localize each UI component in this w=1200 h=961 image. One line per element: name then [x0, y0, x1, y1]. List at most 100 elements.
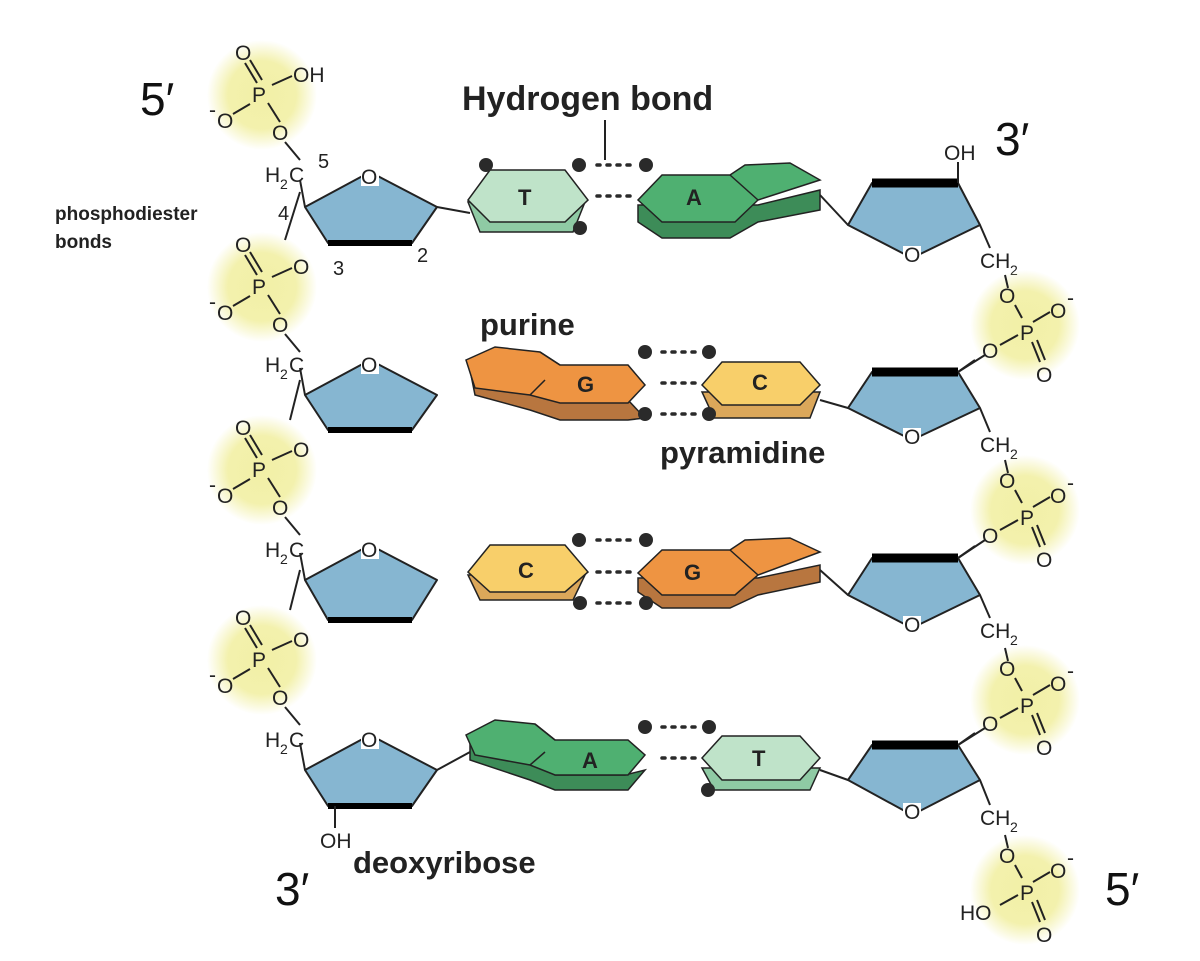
svg-text:-: -	[1067, 287, 1074, 310]
svg-text:O: O	[999, 285, 1015, 308]
five-prime-label-left: 5′	[140, 73, 174, 125]
svg-text:O: O	[982, 525, 998, 548]
svg-text:P: P	[252, 276, 266, 299]
diagram-title: Hydrogen bond	[462, 80, 713, 118]
phosphate-group-left-2: P O O O - O	[207, 191, 317, 353]
svg-text:O: O	[293, 629, 309, 652]
phosphate-glow	[970, 270, 1080, 380]
svg-text:2: 2	[280, 741, 288, 757]
svg-text:2: 2	[417, 245, 428, 267]
svg-text:CH: CH	[980, 807, 1010, 830]
svg-text:P: P	[252, 84, 266, 107]
phosphate-glow	[970, 645, 1080, 755]
base-letter: G	[684, 560, 701, 585]
svg-text:2: 2	[280, 551, 288, 567]
svg-text:-: -	[1067, 847, 1074, 870]
svg-text:P: P	[252, 459, 266, 482]
phosphate-glow	[207, 605, 317, 715]
cytosine-base: C	[700, 361, 822, 419]
svg-text:O: O	[999, 470, 1015, 493]
three-prime-label-left: 3′	[275, 863, 309, 915]
svg-text:CH: CH	[980, 620, 1010, 643]
svg-text:O: O	[1036, 364, 1052, 387]
svg-text:O: O	[904, 801, 920, 824]
deoxyribose-sugar-right-1: O OH CH 2	[847, 142, 1018, 278]
base-letter: T	[518, 185, 532, 210]
svg-text:O: O	[999, 658, 1015, 681]
svg-text:OH: OH	[944, 142, 976, 165]
svg-text:O: O	[904, 614, 920, 637]
svg-text:O: O	[361, 166, 377, 189]
svg-text:4: 4	[278, 203, 289, 225]
phosphate-group-left-3: P O O O - O	[207, 379, 317, 536]
svg-text:O: O	[982, 713, 998, 736]
base-letter: C	[752, 370, 768, 395]
base-letter: A	[582, 748, 598, 773]
svg-text:O: O	[272, 314, 288, 337]
svg-text:O: O	[235, 234, 251, 257]
base-pair-3: C G	[466, 533, 849, 610]
adenine-base: A	[636, 162, 822, 239]
deoxyribose-sugar-left-2: O H 2 C	[265, 354, 438, 433]
phosphate-glow	[207, 232, 317, 342]
svg-text:C: C	[289, 539, 304, 562]
phosphate-glow	[970, 455, 1080, 565]
svg-text:O: O	[235, 607, 251, 630]
cytosine-base: C	[466, 544, 590, 601]
phosphodiester-label-line2: bonds	[55, 232, 112, 253]
three-prime-label-right: 3′	[995, 113, 1029, 165]
deoxyribose-sugar-left-4: O H 2 C OH	[265, 729, 438, 853]
deoxyribose-sugar-right-4: O CH 2	[847, 732, 1018, 835]
svg-text:CH: CH	[980, 434, 1010, 457]
svg-text:O: O	[235, 417, 251, 440]
thymine-base: T	[700, 735, 822, 791]
svg-text:O: O	[904, 244, 920, 267]
svg-text:O: O	[293, 256, 309, 279]
svg-text:O: O	[217, 675, 233, 698]
phosphate-group-right-1: O P O - O O	[957, 270, 1080, 387]
svg-text:O: O	[904, 426, 920, 449]
svg-text:HO: HO	[960, 902, 992, 925]
svg-text:-: -	[209, 664, 216, 687]
svg-text:O: O	[293, 439, 309, 462]
svg-text:H: H	[265, 164, 280, 187]
svg-text:O: O	[235, 42, 251, 65]
base-pair-4: A T	[436, 719, 849, 797]
thymine-base: T	[466, 169, 590, 233]
svg-text:O: O	[1050, 485, 1066, 508]
base-pair-2: G C	[465, 345, 849, 421]
deoxyribose-sugar-right-3: O CH 2	[847, 545, 1018, 648]
svg-text:P: P	[1020, 322, 1034, 345]
svg-text:O: O	[982, 340, 998, 363]
svg-text:O: O	[999, 845, 1015, 868]
adenine-base: A	[465, 719, 648, 791]
svg-text:2: 2	[1010, 632, 1018, 648]
deoxyribose-sugar-left-3: O H 2 C	[265, 539, 438, 623]
svg-text:-: -	[1067, 660, 1074, 683]
svg-text:2: 2	[280, 366, 288, 382]
svg-text:2: 2	[280, 176, 288, 192]
base-letter: G	[577, 372, 594, 397]
svg-text:O: O	[217, 485, 233, 508]
svg-text:O: O	[1050, 300, 1066, 323]
phosphate-group-right-2: O P O - O O	[957, 455, 1080, 572]
phosphate-group-left-4: P O O O - O	[207, 569, 317, 726]
svg-text:O: O	[272, 122, 288, 145]
five-prime-label-right: 5′	[1105, 863, 1139, 915]
svg-text:P: P	[1020, 882, 1034, 905]
deoxyribose-label: deoxyribose	[353, 845, 536, 880]
svg-text:O: O	[1050, 860, 1066, 883]
svg-text:-: -	[209, 474, 216, 497]
svg-text:2: 2	[1010, 446, 1018, 462]
purine-label: purine	[480, 307, 575, 342]
svg-text:H: H	[265, 354, 280, 377]
svg-text:OH: OH	[320, 830, 352, 853]
guanine-base: G	[465, 346, 647, 421]
svg-text:CH: CH	[980, 250, 1010, 273]
svg-text:C: C	[289, 729, 304, 752]
phosphate-glow	[207, 415, 317, 525]
svg-text:O: O	[361, 354, 377, 377]
svg-text:P: P	[1020, 507, 1034, 530]
base-pair-1: T A	[436, 158, 849, 239]
